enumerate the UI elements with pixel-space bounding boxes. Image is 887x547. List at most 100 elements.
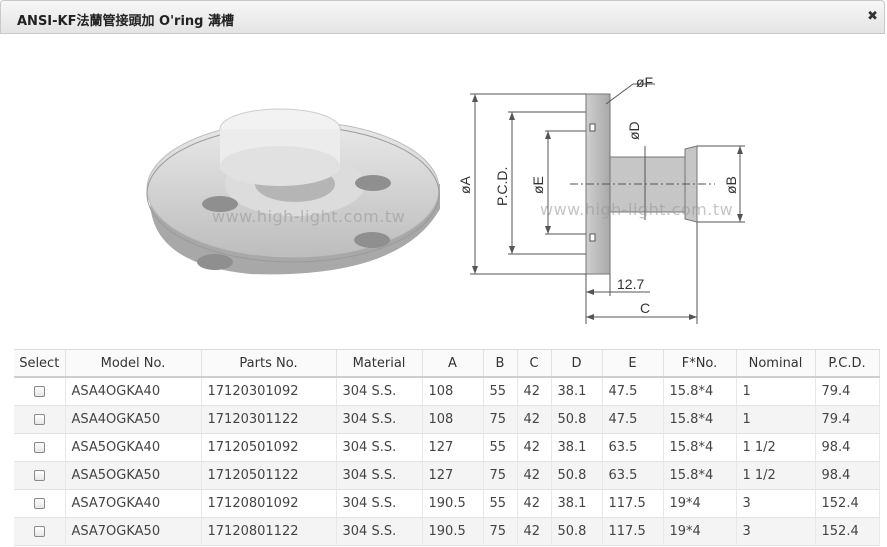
row-checkbox[interactable] [33, 414, 45, 425]
cell-pcd: 152.4 [815, 517, 880, 546]
cell-nominal: 1 1/2 [736, 461, 816, 490]
cell-parts-no: 17120801122 [201, 517, 337, 546]
cell-parts-no: 17120801092 [201, 489, 337, 518]
cell-b: 75 [483, 517, 518, 546]
table-row: ASA4OGKA50 17120301122 304 S.S. 108 75 4… [14, 405, 880, 434]
label-phiE: øE [530, 176, 546, 194]
table-row: ASA7OGKA40 17120801092 304 S.S. 190.5 55… [14, 489, 880, 518]
cell-e: 47.5 [602, 405, 664, 434]
row-checkbox[interactable] [33, 386, 45, 397]
cell-pcd: 79.4 [815, 377, 880, 406]
cell-f-no: 15.8*4 [663, 377, 737, 406]
cell-c: 42 [517, 461, 552, 490]
cell-model-no: ASA7OGKA40 [65, 489, 202, 518]
table-row: ASA5OGKA50 17120501122 304 S.S. 127 75 4… [14, 461, 880, 490]
product-spec-table: Select Model No. Parts No. Material A B … [14, 349, 880, 546]
label-c: C [640, 300, 650, 316]
select-cell [14, 405, 66, 434]
col-nominal: Nominal [736, 349, 816, 378]
cell-b: 75 [483, 405, 518, 434]
label-phiB: øB [723, 176, 739, 194]
cell-b: 55 [483, 489, 518, 518]
col-model-no: Model No. [65, 349, 202, 378]
cell-parts-no: 17120301122 [201, 405, 337, 434]
cell-a: 127 [422, 433, 484, 462]
cell-f-no: 19*4 [663, 489, 737, 518]
select-cell [14, 433, 66, 462]
cell-nominal: 3 [736, 489, 816, 518]
cell-material: 304 S.S. [336, 461, 423, 490]
cell-f-no: 15.8*4 [663, 405, 737, 434]
select-cell [14, 461, 66, 490]
select-cell [14, 517, 66, 546]
col-select: Select [14, 349, 66, 378]
cell-parts-no: 17120501122 [201, 461, 337, 490]
select-cell [14, 489, 66, 518]
dialog-title: ANSI-KF法蘭管接頭加 O'ring 溝槽 [17, 14, 235, 29]
flange-3d-render [146, 108, 440, 275]
cell-b: 55 [483, 433, 518, 462]
cell-a: 190.5 [422, 517, 484, 546]
cell-c: 42 [517, 405, 552, 434]
cell-pcd: 98.4 [815, 433, 880, 462]
row-checkbox[interactable] [33, 470, 45, 481]
cell-model-no: ASA5OGKA50 [65, 461, 202, 490]
cell-material: 304 S.S. [336, 405, 423, 434]
col-f-no: F*No. [663, 349, 737, 378]
cell-pcd: 79.4 [815, 405, 880, 434]
cell-model-no: ASA5OGKA40 [65, 433, 202, 462]
col-parts-no: Parts No. [201, 349, 337, 378]
cell-pcd: 98.4 [815, 461, 880, 490]
flange-illustration: øF øD øA P.C.D. øE øB 12.7 C [146, 74, 745, 324]
label-pcd: P.C.D. [494, 167, 510, 206]
col-e: E [602, 349, 664, 378]
label-12-7: 12.7 [617, 276, 644, 292]
cell-d: 50.8 [551, 461, 603, 490]
cell-nominal: 1 [736, 405, 816, 434]
col-b: B [483, 349, 518, 378]
row-checkbox[interactable] [33, 526, 45, 537]
cell-parts-no: 17120301092 [201, 377, 337, 406]
cell-f-no: 15.8*4 [663, 461, 737, 490]
col-pcd: P.C.D. [815, 349, 880, 378]
technical-drawing [470, 83, 745, 324]
cell-nominal: 1 1/2 [736, 433, 816, 462]
cell-d: 50.8 [551, 405, 603, 434]
dialog-titlebar: ANSI-KF法蘭管接頭加 O'ring 溝槽 ✖ [0, 0, 885, 34]
cell-c: 42 [517, 433, 552, 462]
cell-model-no: ASA4OGKA40 [65, 377, 202, 406]
cell-a: 108 [422, 405, 484, 434]
cell-f-no: 15.8*4 [663, 433, 737, 462]
label-phiF: øF [636, 74, 653, 90]
cell-model-no: ASA4OGKA50 [65, 405, 202, 434]
cell-c: 42 [517, 489, 552, 518]
col-c: C [517, 349, 552, 378]
cell-parts-no: 17120501092 [201, 433, 337, 462]
col-a: A [422, 349, 484, 378]
cell-material: 304 S.S. [336, 517, 423, 546]
table-header-row: Select Model No. Parts No. Material A B … [14, 349, 880, 378]
cell-model-no: ASA7OGKA50 [65, 517, 202, 546]
cell-a: 190.5 [422, 489, 484, 518]
label-phiD: øD [626, 121, 642, 140]
cell-e: 63.5 [602, 433, 664, 462]
cell-e: 47.5 [602, 377, 664, 406]
watermark-left: www.high-light.com.tw [212, 207, 406, 226]
cell-d: 50.8 [551, 517, 603, 546]
cell-d: 38.1 [551, 433, 603, 462]
dimension-arrows [472, 94, 743, 320]
cell-nominal: 1 [736, 377, 816, 406]
col-material: Material [336, 349, 423, 378]
col-d: D [551, 349, 603, 378]
close-icon[interactable]: ✖ [867, 9, 878, 24]
select-cell [14, 377, 66, 406]
cell-material: 304 S.S. [336, 433, 423, 462]
row-checkbox[interactable] [33, 442, 45, 453]
cell-c: 42 [517, 377, 552, 406]
table-row: ASA4OGKA40 17120301092 304 S.S. 108 55 4… [14, 377, 880, 406]
label-phiA: øA [457, 175, 473, 194]
cell-e: 117.5 [602, 517, 664, 546]
table-row: ASA7OGKA50 17120801122 304 S.S. 190.5 75… [14, 517, 880, 546]
cell-material: 304 S.S. [336, 377, 423, 406]
row-checkbox[interactable] [33, 498, 45, 509]
